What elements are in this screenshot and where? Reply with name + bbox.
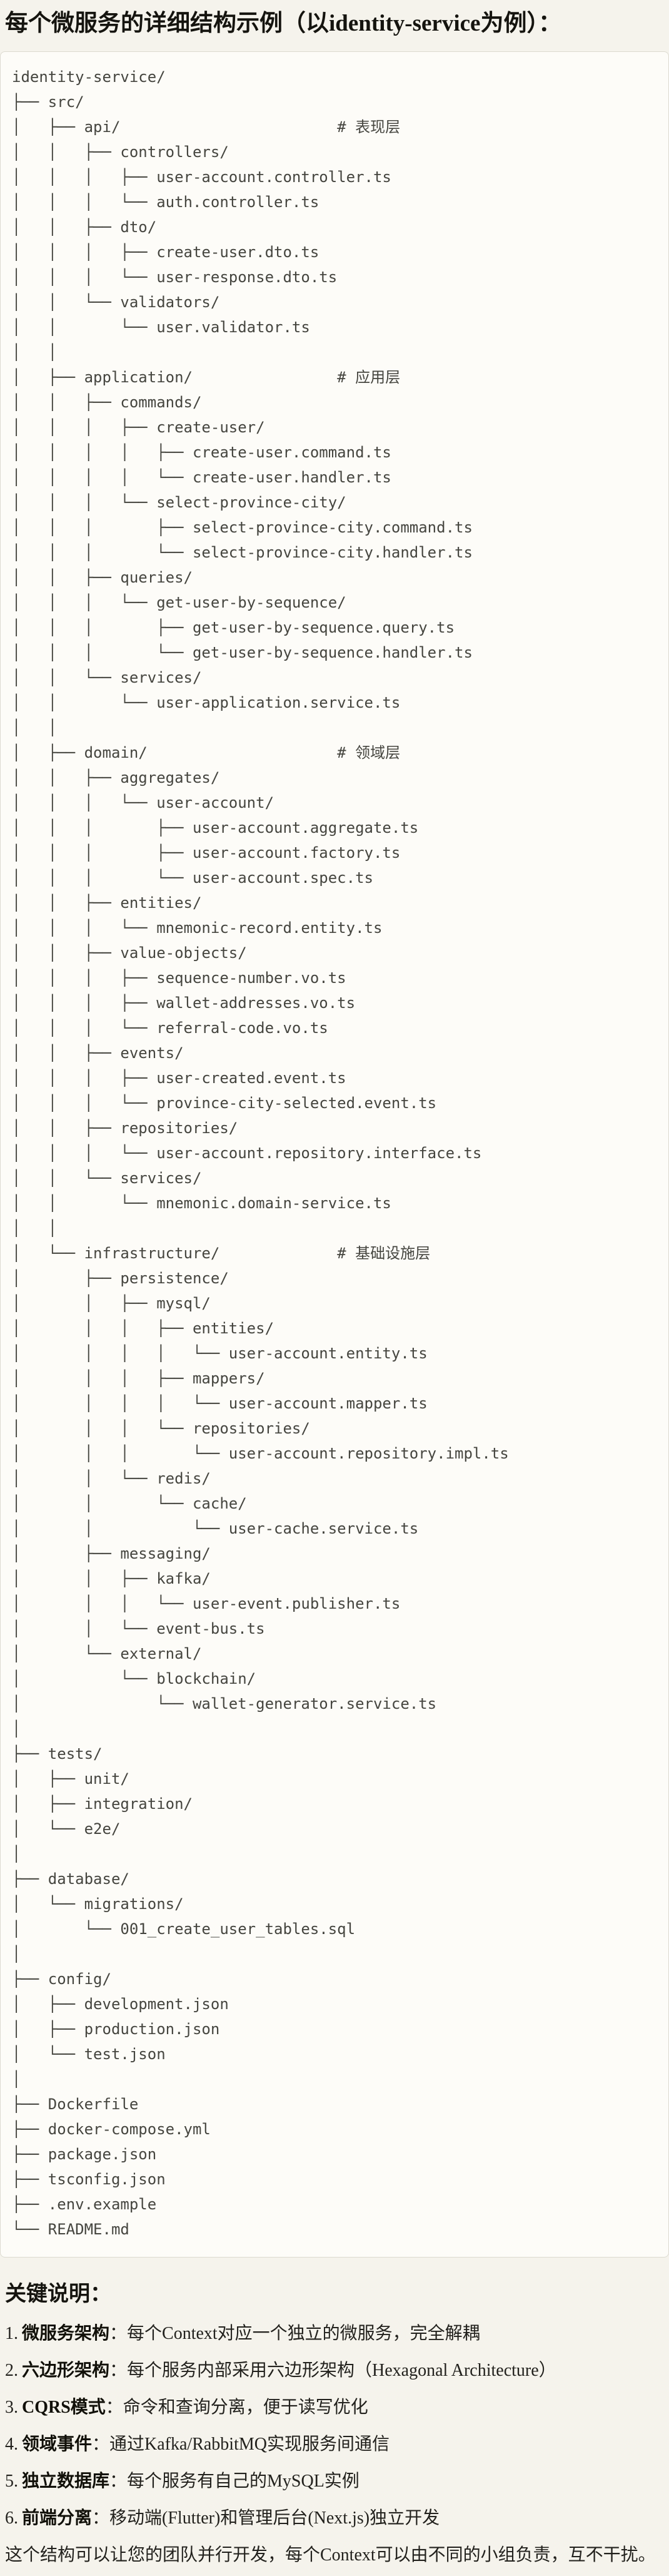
directory-tree-code-block: identity-service/ ├── src/ │ ├── api/ # … — [0, 51, 669, 2258]
note-label: 六边形架构 — [22, 2361, 110, 2381]
note-item: 3.CQRS模式：命令和查询分离，便于读写优化 — [5, 2396, 663, 2420]
note-text: ：命令和查询分离，便于读写优化 — [105, 2398, 368, 2418]
note-number: 2. — [5, 2361, 18, 2381]
notes-section: 关键说明： 1.微服务架构：每个Context对应一个独立的微服务，完全解耦 2… — [0, 2280, 669, 2576]
note-text: ：移动端(Flutter)和管理后台(Next.js)独立开发 — [92, 2508, 440, 2528]
note-label: 领域事件 — [22, 2435, 93, 2455]
note-item: 5.独立数据库：每个服务有自己的MySQL实例 — [5, 2470, 663, 2493]
note-item: 1.微服务架构：每个Context对应一个独立的微服务，完全解耦 — [5, 2322, 663, 2346]
note-text: ：每个服务有自己的MySQL实例 — [109, 2472, 360, 2492]
page-title: 每个微服务的详细结构示例（以identity-service为例）： — [5, 11, 561, 36]
note-text: ：通过Kafka/RabbitMQ实现服务间通信 — [92, 2435, 390, 2455]
note-item: 6.前端分离：移动端(Flutter)和管理后台(Next.js)独立开发 — [5, 2507, 663, 2530]
notes-heading: 关键说明： — [5, 2283, 111, 2306]
note-item: 2.六边形架构：每个服务内部采用六边形架构（Hexagonal Architec… — [5, 2359, 663, 2383]
note-text: ：每个服务内部采用六边形架构（Hexagonal Architecture） — [109, 2361, 556, 2381]
note-label: CQRS模式 — [22, 2398, 106, 2418]
note-number: 5. — [5, 2472, 18, 2492]
note-label: 独立数据库 — [22, 2472, 110, 2492]
directory-tree: identity-service/ ├── src/ │ ├── api/ # … — [12, 68, 509, 2239]
note-text: ：每个Context对应一个独立的微服务，完全解耦 — [109, 2324, 480, 2344]
note-number: 6. — [5, 2508, 18, 2528]
note-label: 微服务架构 — [22, 2324, 110, 2344]
note-label: 前端分离 — [22, 2508, 93, 2528]
note-number: 3. — [5, 2398, 18, 2418]
note-number: 4. — [5, 2435, 18, 2455]
note-item: 4.领域事件：通过Kafka/RabbitMQ实现服务间通信 — [5, 2433, 663, 2456]
closing-paragraph: 这个结构可以让您的团队并行开发，每个Context可以由不同的小组负责，互不干扰… — [5, 2545, 656, 2565]
note-number: 1. — [5, 2324, 18, 2344]
notes-list: 1.微服务架构：每个Context对应一个独立的微服务，完全解耦 2.六边形架构… — [5, 2322, 663, 2530]
